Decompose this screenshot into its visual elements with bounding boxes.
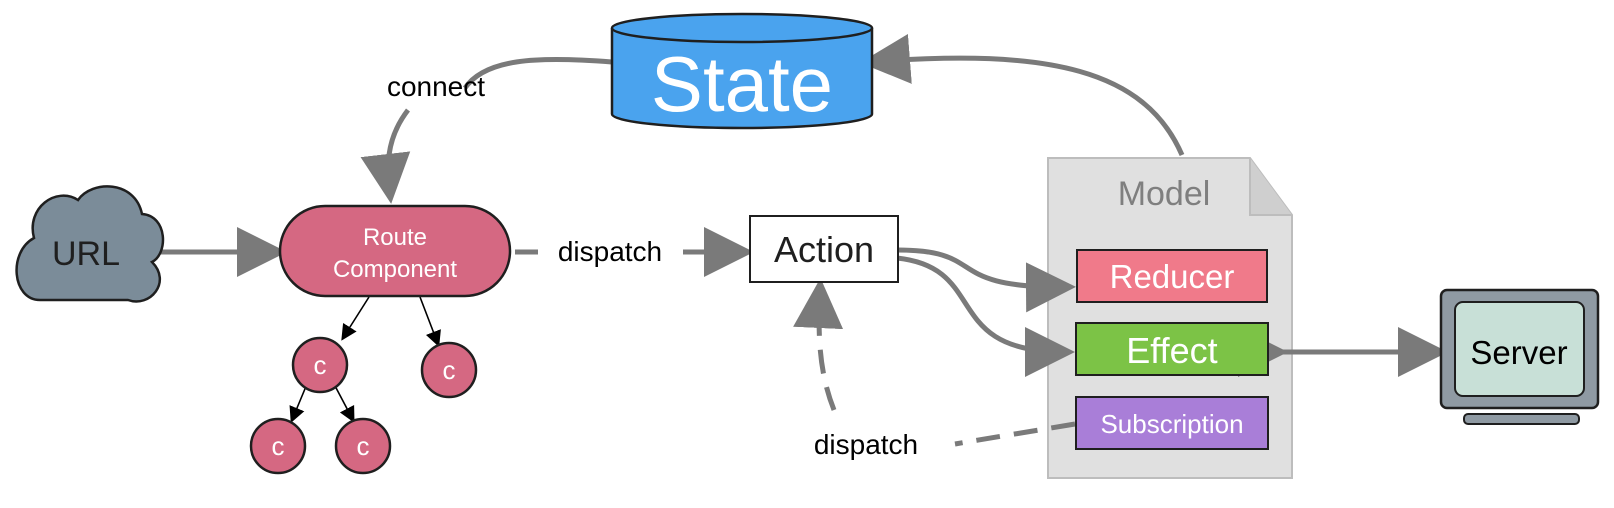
connect-edge-top <box>462 56 613 90</box>
server-node: Server <box>1439 288 1600 425</box>
child-to-child-edge <box>289 383 308 423</box>
route-to-child-edge <box>341 296 370 341</box>
child-component: c <box>291 336 349 394</box>
model-to-state-edge <box>860 33 1185 156</box>
connectors <box>155 33 1448 447</box>
child-component: c <box>249 417 307 475</box>
child-component-label: c <box>443 355 456 385</box>
child-component: c <box>334 417 392 475</box>
route-component-node: Route Component <box>278 204 512 298</box>
subscription-dispatch-edge <box>954 421 1076 447</box>
child-to-child-edge <box>333 383 355 423</box>
cylinder-top <box>610 12 874 44</box>
url-node: URL <box>15 185 165 303</box>
action-node: Action <box>749 215 899 283</box>
route-component-label-line2: Component <box>333 256 457 283</box>
database-cylinder-icon <box>610 28 874 130</box>
state-label: State <box>651 40 833 128</box>
child-component-label: c <box>357 431 370 461</box>
subscription-box <box>1075 396 1269 450</box>
child-component-label: c <box>314 350 327 380</box>
server-label: Server <box>1470 334 1567 371</box>
document-fold-icon <box>1249 158 1292 216</box>
url-label: URL <box>52 235 120 273</box>
dispatch-to-action-edge <box>793 278 844 411</box>
connect-edge-label: connect <box>387 71 485 102</box>
model-label: Model <box>1118 175 1211 213</box>
action-box <box>749 215 899 283</box>
action-label: Action <box>774 229 874 270</box>
child-component-circle <box>249 417 307 475</box>
monitor-screen <box>1454 301 1585 397</box>
monitor-base <box>1463 413 1580 425</box>
reducer-box <box>1076 249 1268 303</box>
dispatch-edge-label: dispatch <box>558 236 662 267</box>
state-node: State <box>610 12 874 130</box>
reducer-node: Reducer <box>1076 249 1268 303</box>
subscription-node: Subscription <box>1075 396 1269 450</box>
subscription-label: Subscription <box>1100 409 1243 439</box>
child-component-circle <box>291 336 349 394</box>
route-to-child-edge <box>419 296 441 347</box>
reducer-label: Reducer <box>1110 258 1235 295</box>
child-component-circle <box>420 341 478 399</box>
child-component-label: c <box>272 431 285 461</box>
subscription-dispatch-label: dispatch <box>814 429 918 460</box>
effect-label: Effect <box>1126 330 1217 371</box>
edge-labels: connect dispatch dispatch <box>387 71 918 460</box>
effect-node: Effect <box>1075 322 1269 376</box>
route-component-shape <box>278 204 512 298</box>
child-components: c c c c <box>249 336 478 475</box>
cloud-icon <box>15 185 165 303</box>
action-to-effect-edge <box>896 255 1075 377</box>
route-component-label-line1: Route <box>363 224 427 251</box>
child-component: c <box>420 341 478 399</box>
action-to-reducer-edge <box>896 247 1076 313</box>
child-component-circle <box>334 417 392 475</box>
effect-box <box>1075 322 1269 376</box>
connect-edge <box>360 108 411 204</box>
